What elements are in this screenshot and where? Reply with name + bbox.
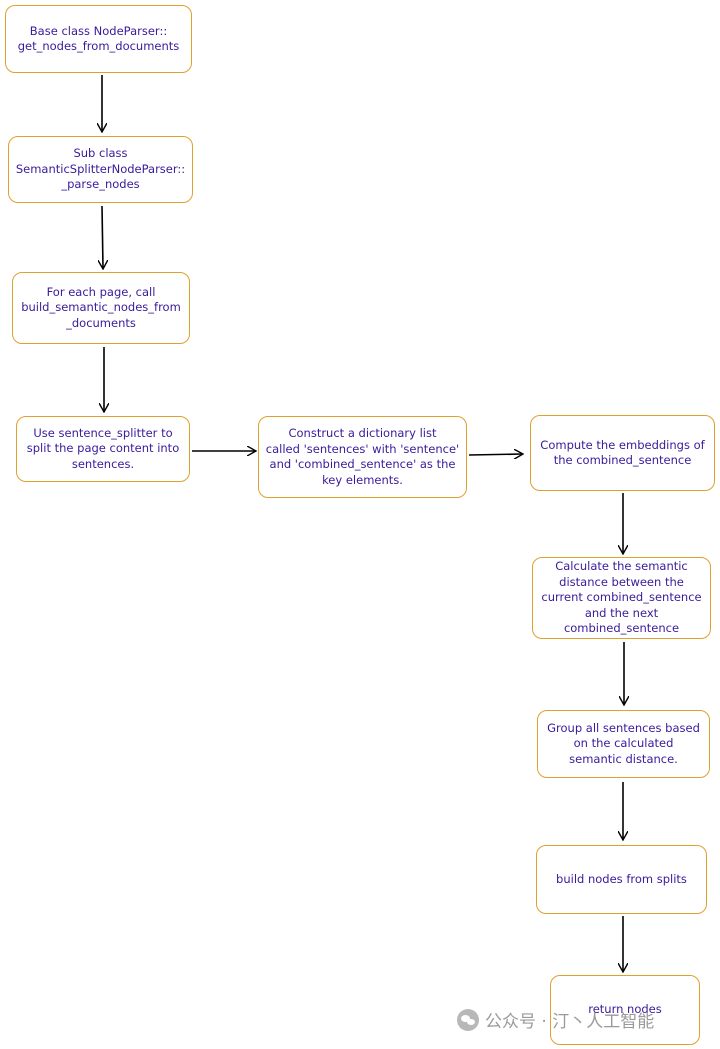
node-sentence-splitter: Use sentence_splitter to split the page … xyxy=(16,416,190,482)
node-build-nodes: build nodes from splits xyxy=(536,845,707,914)
node-compute-embeddings: Compute the embeddings of the combined_s… xyxy=(530,415,715,491)
node-return-nodes: return nodes xyxy=(550,975,700,1045)
arrow-construct-dict-to-compute-embeddings xyxy=(468,454,522,455)
watermark: 公众号 · 汀丶人工智能 xyxy=(457,1007,654,1032)
watermark-text: 公众号 · 汀丶人工智能 xyxy=(485,1012,655,1032)
arrow-parse-nodes-to-for-each-page xyxy=(102,205,103,268)
node-semantic-distance: Calculate the semantic distance between … xyxy=(532,557,711,639)
wechat-icon xyxy=(457,1008,479,1031)
node-for-each-page: For each page, call build_semantic_nodes… xyxy=(12,272,190,344)
node-parse-nodes: Sub class SemanticSplitterNodeParser:: _… xyxy=(8,136,193,203)
node-get-nodes-from-documents: Base class NodeParser:: get_nodes_from_d… xyxy=(5,5,192,73)
node-group-sentences: Group all sentences based on the calcula… xyxy=(537,710,710,778)
node-construct-dictionary: Construct a dictionary list called 'sent… xyxy=(258,416,467,498)
